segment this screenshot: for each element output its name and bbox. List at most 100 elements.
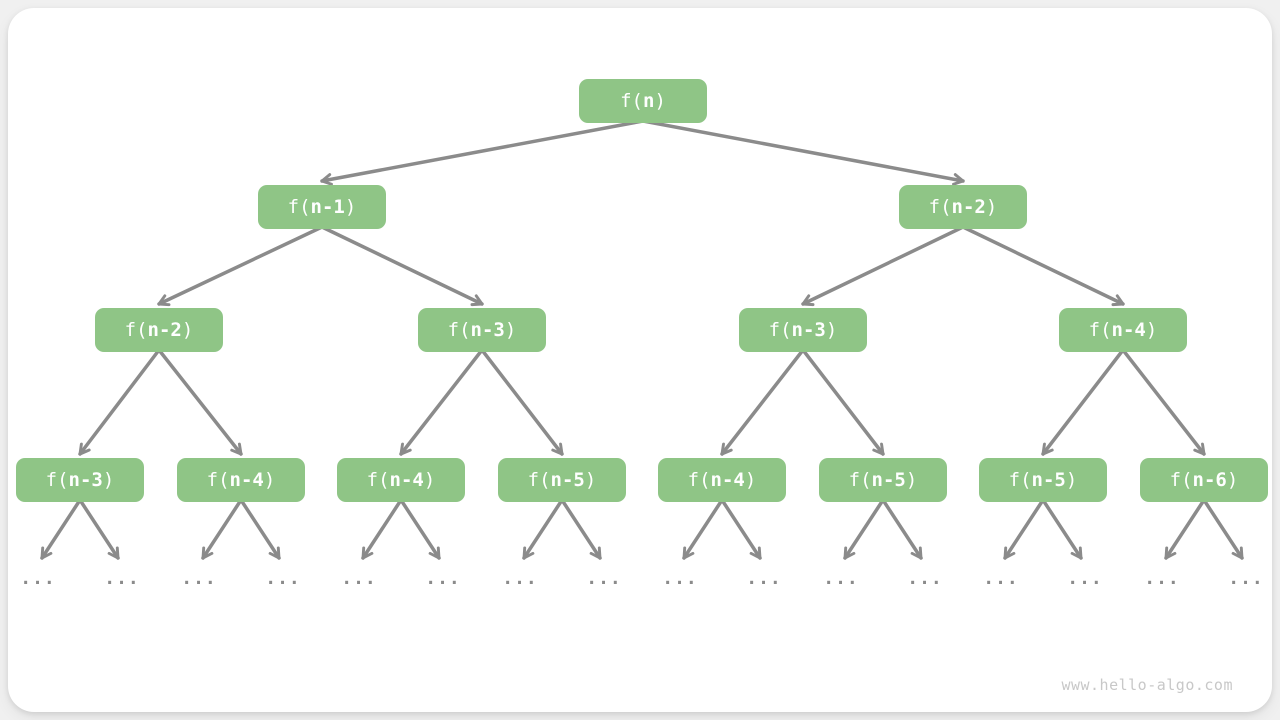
node-label-suffix: ): [504, 319, 517, 341]
tree-edge: [78, 348, 161, 456]
node-label-arg: n-4: [389, 469, 424, 491]
tree-edge: [720, 498, 762, 560]
tree-edge: [399, 498, 441, 560]
tree-edge: [641, 119, 965, 186]
ellipsis: ...: [341, 568, 377, 589]
tree-node: f(n-1): [258, 185, 386, 229]
tree-edge: [40, 498, 82, 560]
ellipsis: ...: [502, 568, 538, 589]
ellipsis: ...: [662, 568, 698, 589]
tree-node: f(n): [579, 79, 707, 123]
tree-node: f(n-4): [658, 458, 786, 502]
ellipsis: ...: [425, 568, 461, 589]
node-label-prefix: f(: [620, 90, 643, 112]
node-label-arg: n-4: [1111, 319, 1146, 341]
tree-edge: [480, 348, 564, 456]
ellipsis: ...: [823, 568, 859, 589]
tree-edge: [1121, 348, 1206, 456]
node-label-suffix: ): [584, 469, 597, 491]
node-label-prefix: f(: [687, 469, 711, 491]
tree-node: f(n-3): [418, 308, 546, 352]
node-label-suffix: ): [1065, 469, 1078, 491]
node-label-prefix: f(: [527, 469, 551, 491]
ellipsis: ...: [1067, 568, 1103, 589]
tree-edge: [399, 348, 484, 456]
tree-node: f(n-3): [739, 308, 867, 352]
tree-node: f(n-5): [498, 458, 626, 502]
tree-node: f(n-4): [1059, 308, 1187, 352]
node-label-suffix: ): [344, 196, 357, 218]
node-label-prefix: f(: [124, 319, 148, 341]
ellipsis: ...: [1228, 568, 1264, 589]
ellipsis: ...: [1144, 568, 1180, 589]
node-label-prefix: f(: [45, 469, 69, 491]
tree-edge: [239, 498, 281, 560]
node-label-suffix: ): [263, 469, 276, 491]
node-label-prefix: f(: [287, 196, 311, 218]
node-label-arg: n-5: [550, 469, 585, 491]
node-label-suffix: ): [825, 319, 838, 341]
node-label-arg: n: [642, 90, 655, 112]
node-label-suffix: ): [985, 196, 998, 218]
tree-node: f(n-3): [16, 458, 144, 502]
tree-edge: [78, 498, 120, 560]
tree-node: f(n-2): [899, 185, 1027, 229]
ellipsis: ...: [265, 568, 301, 589]
tree-edge: [361, 498, 403, 560]
node-label-prefix: f(: [366, 469, 390, 491]
ellipsis: ...: [586, 568, 622, 589]
tree-edge: [1041, 498, 1083, 560]
node-label-prefix: f(: [1169, 469, 1193, 491]
node-label-prefix: f(: [768, 319, 792, 341]
node-label-arg: n-4: [710, 469, 745, 491]
tree-edge: [881, 498, 923, 560]
node-label-prefix: f(: [206, 469, 230, 491]
node-label-arg: n-2: [147, 319, 182, 341]
tree-edge: [1164, 498, 1206, 560]
tree-node: f(n-2): [95, 308, 223, 352]
node-label-arg: n-6: [1192, 469, 1227, 491]
node-label-arg: n-4: [229, 469, 264, 491]
tree-edge: [843, 498, 885, 560]
node-label-suffix: ): [1226, 469, 1239, 491]
tree-edge: [720, 348, 805, 456]
tree-edge: [1003, 498, 1045, 560]
tree-edge: [961, 225, 1125, 307]
ellipsis: ...: [104, 568, 140, 589]
node-label-arg: n-3: [470, 319, 505, 341]
tree-edge: [560, 498, 602, 560]
node-label-suffix: ): [102, 469, 115, 491]
tree-node: f(n-4): [177, 458, 305, 502]
node-label-suffix: ): [654, 90, 666, 112]
ellipsis: ...: [983, 568, 1019, 589]
tree-node: f(n-4): [337, 458, 465, 502]
ellipsis: ...: [907, 568, 943, 589]
ellipsis: ...: [181, 568, 217, 589]
tree-edge: [320, 119, 645, 186]
tree-edge: [522, 498, 564, 560]
node-label-suffix: ): [181, 319, 194, 341]
tree-edge: [1202, 498, 1244, 560]
node-label-prefix: f(: [447, 319, 471, 341]
tree-node: f(n-6): [1140, 458, 1268, 502]
node-label-arg: n-1: [310, 196, 345, 218]
node-label-prefix: f(: [848, 469, 872, 491]
node-label-arg: n-3: [791, 319, 826, 341]
tree-edge: [157, 348, 243, 456]
node-label-arg: n-5: [871, 469, 906, 491]
tree-edge: [801, 348, 885, 456]
ellipsis: ...: [746, 568, 782, 589]
node-label-suffix: ): [744, 469, 757, 491]
tree-edge: [682, 498, 724, 560]
ellipsis: ...: [20, 568, 56, 589]
tree-edge: [1041, 348, 1125, 456]
node-label-arg: n-5: [1031, 469, 1066, 491]
tree-edge: [201, 498, 243, 560]
node-label-suffix: ): [1145, 319, 1158, 341]
node-label-arg: n-2: [951, 196, 986, 218]
tree-node: f(n-5): [819, 458, 947, 502]
node-label-prefix: f(: [1088, 319, 1112, 341]
node-label-arg: n-3: [68, 469, 103, 491]
tree-edge: [320, 225, 484, 307]
